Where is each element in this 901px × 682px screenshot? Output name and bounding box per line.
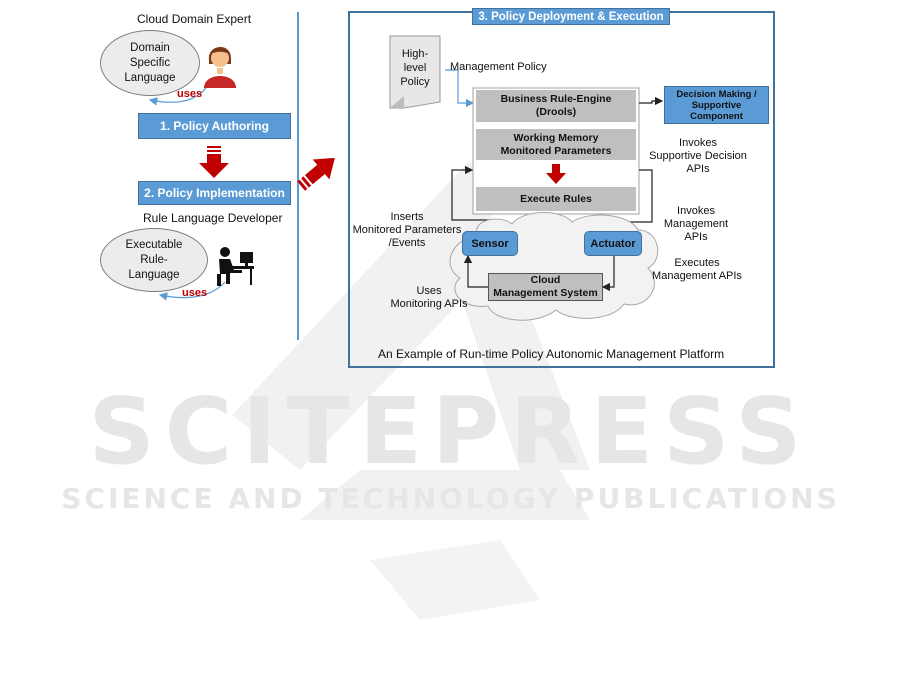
executes-line-2: Management APIs [652, 270, 742, 282]
dsl-oval-line-3: Language [124, 71, 176, 84]
rule-engine-box: Business Rule-Engine (Drools) [476, 90, 636, 122]
cloud-shape [449, 211, 659, 321]
dsl-oval: Domain Specific Language [100, 30, 200, 96]
rule-language-oval: Executable Rule- Language [100, 228, 208, 292]
expert-label: Cloud Domain Expert [137, 12, 252, 26]
executes-line-1: Executes [674, 257, 720, 269]
inserts-line-1: Inserts [390, 211, 424, 223]
invokes-supportive-line-2: Supportive Decision [649, 150, 747, 162]
red-diagonal-arrow [297, 157, 335, 191]
uses-monitoring-label: Uses Monitoring APIs [390, 285, 468, 311]
uses-monitoring-line-2: Monitoring APIs [390, 298, 468, 310]
uses-curve-1 [148, 87, 207, 106]
person-icon [204, 46, 236, 88]
doc-line-2: level [403, 62, 427, 74]
invokes-supportive-line-3: APIs [686, 163, 710, 175]
doc-line-3: Policy [400, 76, 430, 88]
actuator-to-cms-arrow [601, 256, 615, 292]
inserts-line-2: Monitored Parameters [352, 224, 462, 236]
uses-monitoring-line-1: Uses [416, 285, 442, 297]
uses-curve-2 [158, 281, 226, 301]
red-down-arrow [199, 146, 229, 178]
rule-engine-line-2: (Drools) [535, 106, 577, 118]
doc-line-1: High- [401, 48, 429, 60]
diagram-caption: An Example of Run-time Policy Autonomic … [378, 347, 725, 361]
inserts-line-3: /Events [388, 237, 426, 249]
invokes-management-label: Invokes Management APIs [652, 205, 740, 244]
invokes-management-line-1: Invokes [677, 205, 715, 217]
cms-to-sensor-arrow [463, 254, 488, 288]
engine-to-decision-arrow [639, 96, 664, 106]
policy-authoring-step: 1. Policy Authoring [138, 113, 291, 139]
dsl-oval-line-2: Specific [129, 56, 171, 69]
dsl-oval-line-1: Domain [130, 41, 170, 54]
working-memory-box: Working Memory Monitored Parameters [476, 129, 636, 160]
management-policy-arrow [445, 69, 475, 108]
working-memory-line-2: Monitored Parameters [500, 144, 612, 157]
document-shape [389, 35, 441, 109]
decision-line-2: Supportive [691, 99, 742, 111]
rule-engine-line-1: Business Rule-Engine [500, 93, 612, 105]
developer-label: Rule Language Developer [143, 211, 283, 225]
management-policy-label: Management Policy [450, 61, 547, 73]
high-level-policy-doc: High- level Policy [392, 47, 438, 89]
execute-rules-box: Execute Rules [476, 187, 636, 211]
cms-line-2: Management System [493, 287, 598, 299]
inserts-label: Inserts Monitored Parameters /Events [352, 211, 462, 250]
cloud-management-system-box: Cloud Management System [488, 273, 603, 301]
uses-label-2: uses [182, 287, 208, 299]
cms-line-1: Cloud [530, 274, 561, 286]
sensor-box: Sensor [462, 231, 518, 256]
working-memory-line-1: Working Memory [513, 131, 599, 144]
deployment-title: 3. Policy Deployment & Execution [472, 8, 670, 25]
decision-making-box: Decision Making / Supportive Component [664, 86, 769, 124]
invokes-supportive-label: Invokes Supportive Decision APIs [648, 137, 748, 176]
policy-implementation-step: 2. Policy Implementation [138, 181, 291, 205]
decision-line-1: Decision Making / [676, 88, 757, 100]
rule-oval-line-1: Executable [125, 238, 183, 251]
actuator-box: Actuator [584, 231, 642, 256]
developer-computer-icon [217, 247, 254, 286]
executes-label: Executes Management APIs [652, 257, 742, 283]
invokes-management-line-2: Management APIs [663, 218, 729, 243]
rule-oval-line-2: Rule- [140, 253, 168, 266]
rule-oval-line-3: Language [128, 268, 180, 281]
uses-label-1: uses [177, 88, 203, 100]
wm-red-arrow [546, 164, 566, 184]
decision-line-3: Component [690, 110, 743, 122]
invokes-supportive-line-1: Invokes [679, 137, 717, 149]
